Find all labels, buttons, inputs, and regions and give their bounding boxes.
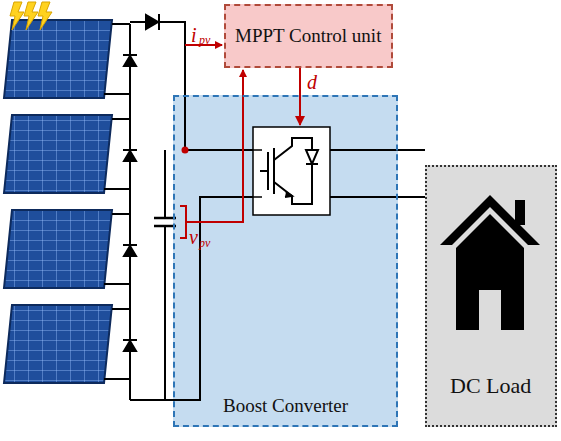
sensing-lines bbox=[180, 45, 243, 238]
converter-box: Boost Converter bbox=[173, 95, 398, 427]
box-fill bbox=[425, 165, 557, 427]
sunlight-bolts bbox=[10, 2, 52, 30]
signal-subscript: pv bbox=[199, 236, 210, 251]
wires bbox=[104, 22, 253, 400]
edge-label: d bbox=[307, 71, 317, 94]
bypass-diodes bbox=[123, 55, 137, 351]
house-icon bbox=[440, 195, 540, 330]
signal-subscript: pv bbox=[199, 33, 210, 48]
junction-dot bbox=[182, 147, 189, 154]
box-fill bbox=[173, 95, 398, 427]
signal-name: i bbox=[191, 24, 197, 47]
solar-panels bbox=[4, 20, 112, 383]
box-fill bbox=[224, 4, 393, 68]
node-title: Boost Converter bbox=[223, 395, 348, 417]
node-title: MPPT Control unit bbox=[235, 25, 381, 47]
signal-name: v bbox=[189, 226, 198, 249]
blocking-diode bbox=[146, 14, 159, 30]
load-box: DC Load bbox=[425, 165, 557, 427]
connector-line bbox=[330, 196, 425, 198]
igbt-switch bbox=[253, 127, 330, 215]
connector-line bbox=[330, 149, 425, 151]
control-box: MPPT Control unit bbox=[224, 4, 393, 68]
connector bbox=[330, 150, 425, 197]
node-title: DC Load bbox=[450, 373, 531, 399]
